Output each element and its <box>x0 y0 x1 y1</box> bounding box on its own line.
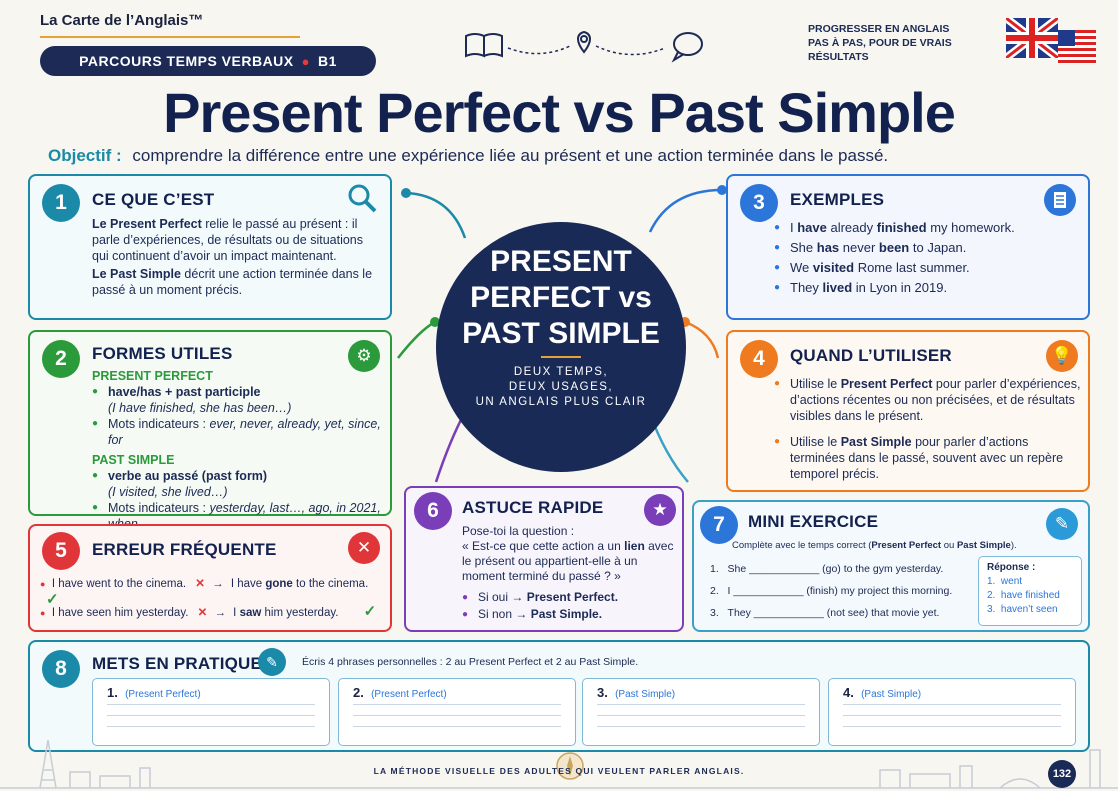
section-practice: 8 METS EN PRATIQUE ✎ Écris 4 phrases per… <box>28 640 1090 752</box>
section-title: CE QUE C’EST <box>92 190 215 209</box>
section-number: 7 <box>700 506 738 544</box>
objective-text: comprendre la différence entre une expér… <box>132 146 889 165</box>
bullet-icon: ● <box>40 579 46 589</box>
section-title: MINI EXERCICE <box>748 512 879 531</box>
arrow-icon: → <box>212 578 224 590</box>
section-common-mistake: 5 ERREUR FRÉQUENTE ✕ ● I have went to th… <box>28 524 392 632</box>
exercise-item: 3. They ____________ (not see) that movi… <box>710 607 940 619</box>
section-examples: 3 EXEMPLES I have already finished my ho… <box>726 174 1090 320</box>
correct-check-icon: ✓ <box>363 603 377 620</box>
wrong-icon: ✕ <box>197 607 208 619</box>
center-subtitle: DEUX TEMPS, DEUX USAGES, UN ANGLAIS PLUS… <box>475 366 647 408</box>
exercise-item: 1. She ____________ (go) to the gym yest… <box>710 563 944 575</box>
exercise-list: 1. She ____________ (go) to the gym yest… <box>710 558 972 624</box>
section-title: QUAND L’UTILISER <box>790 346 952 365</box>
section-definition: 1 CE QUE C’EST Le Present Perfect relie … <box>28 174 392 320</box>
section-mini-exercise: 7 MINI EXERCICE ✎ Complète avec le temps… <box>692 500 1090 632</box>
brand-underline <box>40 36 300 38</box>
center-circle: PRESENT PERFECT vs PAST SIMPLE DEUX TEMP… <box>436 222 686 472</box>
speech-bubble-icon <box>671 32 703 63</box>
pencil-icon: ✎ <box>258 648 286 676</box>
footer-text: LA MÉTHODE VISUELLE DES ADULTES QUI VEUL… <box>373 766 745 776</box>
bullet-icon: ● <box>40 608 46 618</box>
answer-item: 1. went <box>987 576 1023 587</box>
example-item: We visited Rome last summer. <box>774 258 1074 278</box>
answer-box: Réponse : 1. went 2. have finished 3. ha… <box>978 556 1082 626</box>
usage-list: Utilise le Present Perfect pour parler d… <box>774 376 1084 486</box>
cross-icon: ✕ <box>348 532 380 564</box>
location-pin-icon <box>577 30 591 54</box>
tip-text: Pose-toi la question : « Est-ce que cett… <box>462 524 682 626</box>
gear-icon: ⚙ <box>348 340 380 372</box>
tagline: PROGRESSER EN ANGLAIS PAS À PAS, POUR DE… <box>808 22 1008 64</box>
section-title: EXEMPLES <box>790 190 885 209</box>
uk-flag-icon <box>1006 18 1058 58</box>
section-number: 4 <box>740 340 778 378</box>
wrong-icon: ✕ <box>195 578 205 590</box>
book-icon <box>465 33 503 58</box>
course-label: PARCOURS TEMPS VERBAUX <box>79 53 294 69</box>
us-flag-icon <box>1058 30 1096 64</box>
practice-box[interactable]: 3. (Past Simple) <box>582 678 820 746</box>
example-item: They lived in Lyon in 2019. <box>774 278 1074 298</box>
header-path-decoration <box>465 30 703 63</box>
section-title: FORMES UTILES <box>92 344 233 363</box>
section-number: 5 <box>42 532 80 570</box>
skyline-decoration <box>0 739 1118 789</box>
section-number: 2 <box>42 340 80 378</box>
section-title: METS EN PRATIQUE <box>92 654 263 673</box>
lightbulb-icon: 💡 <box>1046 340 1078 372</box>
document-icon <box>1044 184 1076 216</box>
mistake-row: ● I have went to the cinema. ✕ → I have … <box>40 578 369 608</box>
magnifier-icon <box>348 184 377 213</box>
practice-instruction: Écris 4 phrases personnelles : 2 au Pres… <box>302 656 639 668</box>
tagline-line-1: PROGRESSER EN ANGLAIS <box>808 23 950 35</box>
objective-label: Objectif : <box>48 146 122 165</box>
correct-check-icon: ✓ <box>46 591 59 608</box>
objective: Objectif : comprendre la différence entr… <box>48 146 888 166</box>
page-number: 132 <box>1048 760 1076 788</box>
forms-text: PRESENT PERFECT have/has + past particip… <box>92 366 382 536</box>
section-number: 1 <box>42 184 80 222</box>
pill-dot-icon: ● <box>301 53 310 69</box>
section-number: 6 <box>414 492 452 530</box>
section-title: ASTUCE RAPIDE <box>462 498 604 517</box>
answer-item: 2. have finished <box>987 590 1060 601</box>
examples-list: I have already finished my homework. She… <box>774 218 1074 298</box>
page-title: Present Perfect vs Past Simple <box>163 81 956 144</box>
section-quick-tip: 6 ASTUCE RAPIDE ★ Pose-toi la question :… <box>404 486 684 632</box>
center-divider <box>541 356 581 358</box>
course-level: B1 <box>318 53 337 69</box>
exercise-instruction: Complète avec le temps correct (Present … <box>732 540 1017 551</box>
mistake-row: ● I have seen him yesterday. ✕ → I saw h… <box>40 603 377 620</box>
arrow-icon: → <box>214 607 226 619</box>
example-item: She has never been to Japan. <box>774 238 1074 258</box>
definition-text: Le Present Perfect relie le passé au pré… <box>92 217 373 297</box>
practice-box[interactable]: 1. (Present Perfect) <box>92 678 330 746</box>
tagline-line-2: PAS À PAS, POUR DE VRAIS RÉSULTATS <box>808 37 952 63</box>
pencil-icon: ✎ <box>1046 508 1078 540</box>
course-pill: PARCOURS TEMPS VERBAUX ● B1 <box>40 46 376 76</box>
star-icon: ★ <box>644 494 676 526</box>
brand-name: La Carte de l’Anglais™ <box>40 12 204 29</box>
section-forms: 2 FORMES UTILES ⚙ PRESENT PERFECT have/h… <box>28 330 392 531</box>
section-title: ERREUR FRÉQUENTE <box>92 540 277 559</box>
section-number: 8 <box>42 650 80 688</box>
answer-item: 3. haven’t seen <box>987 604 1058 615</box>
section-number: 3 <box>740 184 778 222</box>
example-item: I have already finished my homework. <box>774 218 1074 238</box>
exercise-item: 2. I ____________ (finish) my project th… <box>710 585 953 597</box>
practice-box[interactable]: 2. (Present Perfect) <box>338 678 576 746</box>
section-usage: 4 QUAND L’UTILISER 💡 Utilise le Present … <box>726 330 1090 492</box>
practice-box[interactable]: 4. (Past Simple) <box>828 678 1076 746</box>
center-title: PRESENT PERFECT vs PAST SIMPLE <box>462 245 660 350</box>
